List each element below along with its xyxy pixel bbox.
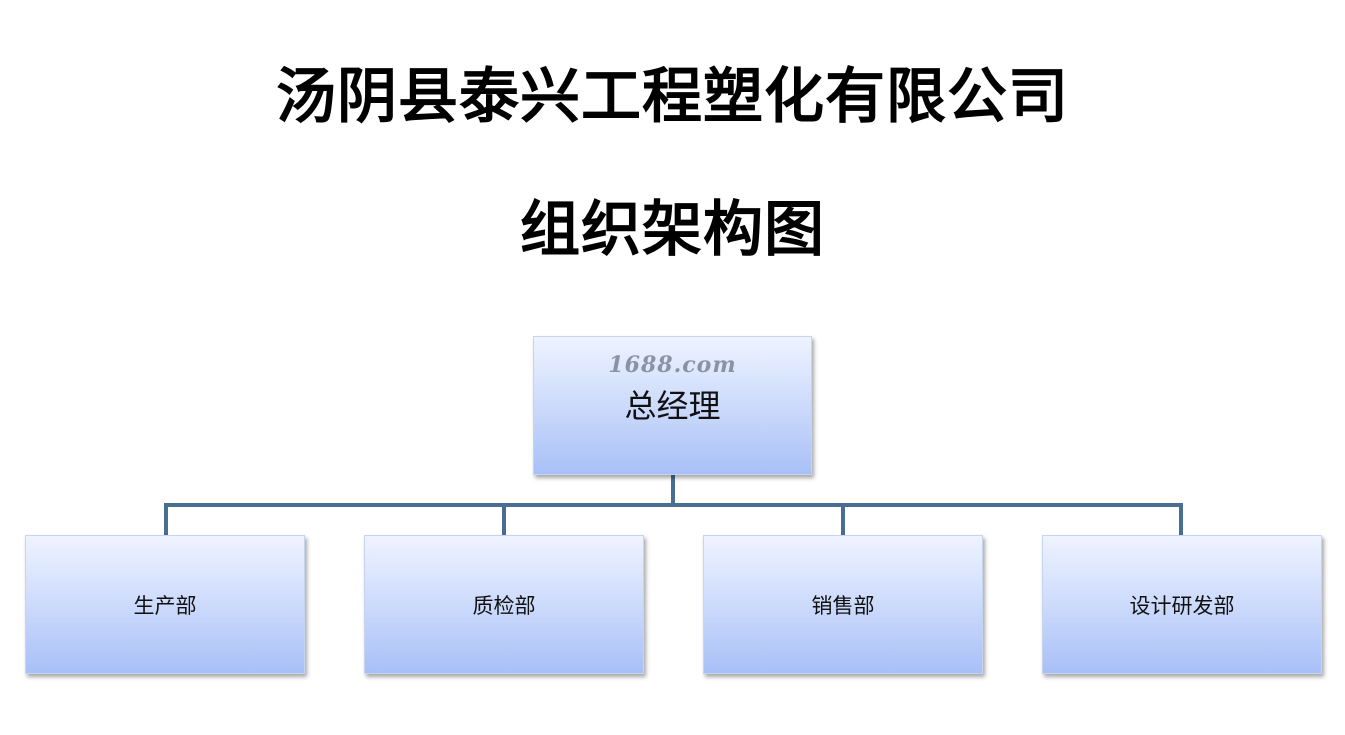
node-label-sales: 销售部 — [811, 593, 875, 618]
org-node-quality: 质检部 — [364, 535, 644, 674]
node-label-production: 生产部 — [133, 593, 197, 618]
node-label-general-manager: 总经理 — [624, 386, 721, 425]
node-label-quality: 质检部 — [472, 593, 536, 618]
company-title: 汤阴县泰兴工程塑化有限公司 — [276, 62, 1069, 132]
node-label-rnd: 设计研发部 — [1129, 593, 1235, 618]
org-node-sales: 销售部 — [703, 535, 983, 674]
org-node-rnd: 设计研发部 — [1042, 535, 1322, 674]
watermark-text: 1688.com — [608, 352, 737, 378]
org-node-production: 生产部 — [25, 535, 305, 674]
org-node-general-manager: 总经理 — [533, 336, 812, 475]
chart-subtitle: 组织架构图 — [520, 195, 825, 265]
